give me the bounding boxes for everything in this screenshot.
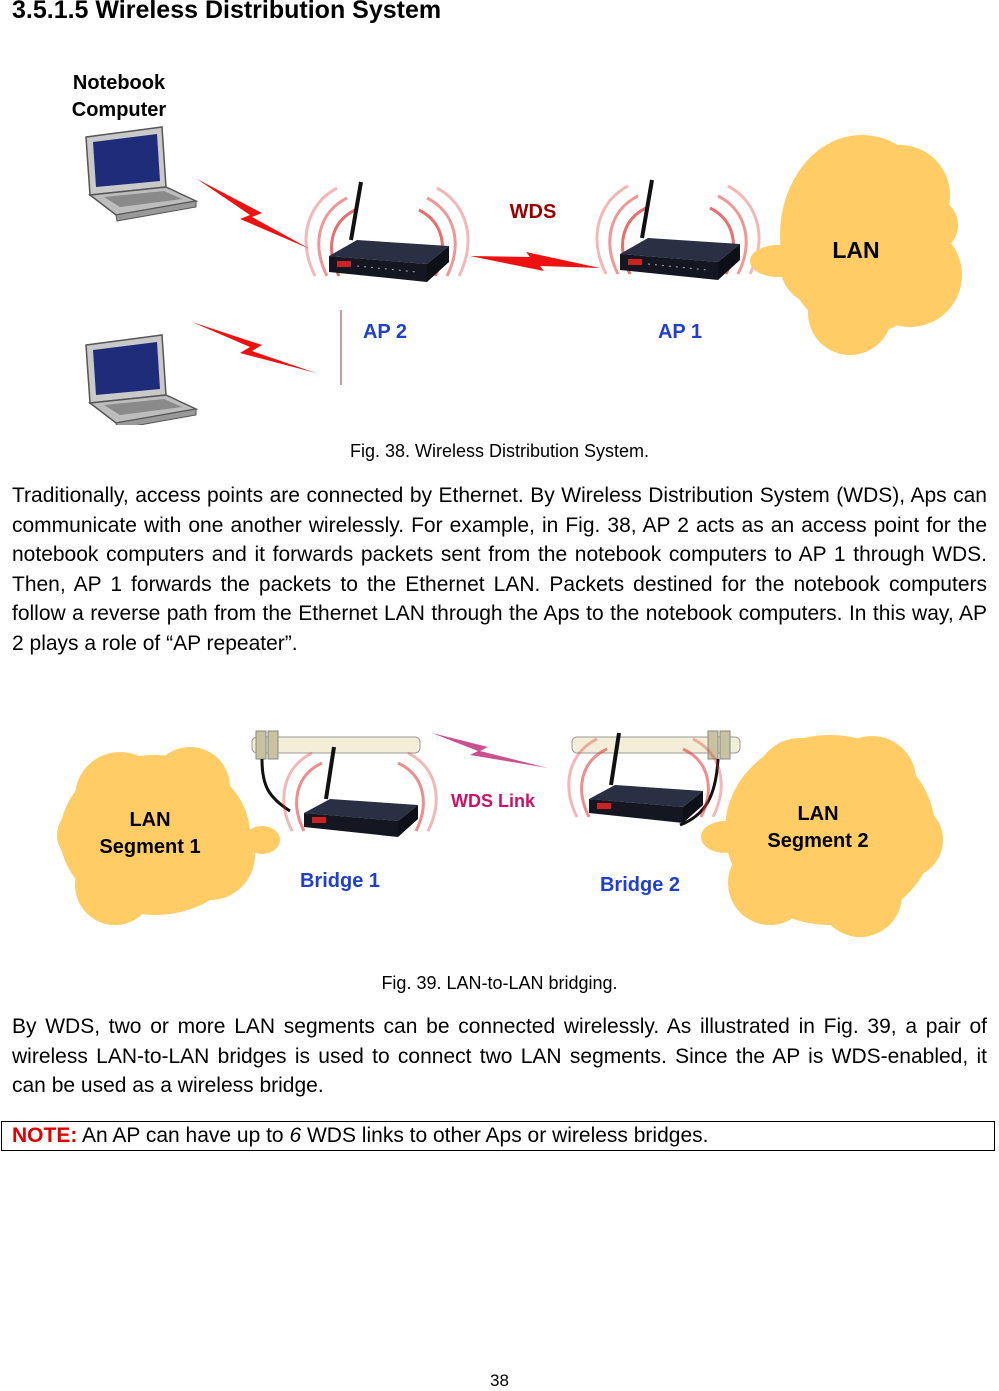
figure-39-caption: Fig. 39. LAN-to-LAN bridging. (381, 973, 618, 993)
lan-segment-1-cloud (57, 747, 280, 925)
lan-segment-2-line1: LAN (797, 803, 838, 825)
page-number: 38 (490, 1371, 509, 1390)
notebook-computer-2 (85, 334, 197, 425)
note-text-after: WDS links to other Aps or wireless bridg… (301, 1124, 709, 1147)
lan-segment-1-line2: Segment 1 (99, 836, 200, 858)
note-box: NOTE: An AP can have up to 6 WDS links t… (1, 1121, 995, 1151)
paragraph-2: By WDS, two or more LAN segments can be … (12, 1015, 987, 1097)
lightning-bolt-laptop1 (197, 179, 310, 249)
ap2-label: AP 2 (363, 321, 407, 343)
figure-39-diagram: LAN Segment 1 LAN Segment 2 WDS Link Bri… (57, 730, 943, 937)
wds-link-label: WDS Link (451, 791, 536, 811)
note-number: 6 (289, 1124, 302, 1147)
wds-label: WDS (510, 201, 557, 223)
lightning-bolt-laptop2 (192, 322, 316, 373)
lan-segment-1-line1: LAN (129, 809, 170, 831)
lan-segment-2-cloud (701, 735, 943, 937)
lightning-bolt-wds (470, 252, 600, 271)
figure-38-caption: Fig. 38. Wireless Distribution System. (349, 441, 650, 461)
ap2-router (304, 180, 470, 284)
bridge-1-router (281, 745, 439, 839)
note-label: NOTE: (12, 1124, 78, 1147)
lan-segment-2-line2: Segment 2 (767, 830, 868, 852)
ap1-label: AP 1 (658, 321, 702, 343)
paragraph-1: Traditionally, access points are connect… (12, 484, 987, 655)
antenna-left (251, 730, 421, 813)
section-heading: 3.5.1.5 Wireless Distribution System (12, 0, 442, 24)
note-text-before: An AP can have up to (77, 1124, 290, 1147)
notebook-computer-1 (85, 126, 197, 222)
figure-38-diagram: Notebook Computer WDS AP 2 AP 1 LAN (72, 72, 962, 425)
wds-link-bolt (432, 733, 548, 768)
bridge-1-label: Bridge 1 (300, 870, 380, 892)
lan-cloud (750, 135, 962, 355)
notebook-label-line2: Computer (72, 99, 167, 121)
lan-label: LAN (832, 237, 879, 263)
ap1-router (595, 178, 761, 282)
bridge-2-label: Bridge 2 (600, 874, 680, 896)
notebook-label-line1: Notebook (73, 72, 166, 94)
